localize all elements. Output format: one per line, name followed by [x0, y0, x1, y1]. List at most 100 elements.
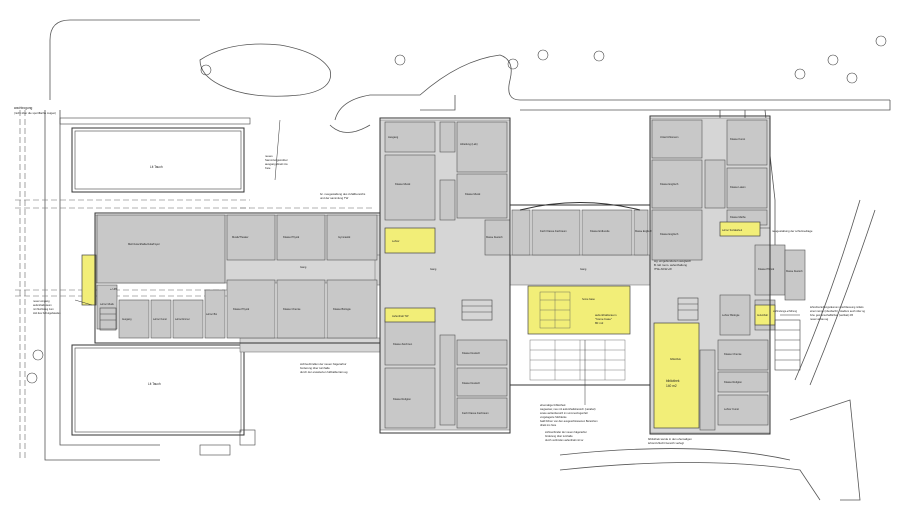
svg-text:wg. eingebundenen ausgleich: wg. eingebundenen ausgleich: [654, 259, 691, 263]
svg-text:bibliothek wurde in den ehemal: bibliothek wurde in den ehemaligen: [648, 437, 692, 441]
svg-text:und der sammlung TW: und der sammlung TW: [320, 196, 349, 200]
annotations: wachtrogung (nicht über die sportfläche …: [14, 106, 865, 445]
rooms-centre: [384, 121, 649, 429]
svg-text:Lehrer Musik: Lehrer Musik: [100, 303, 115, 306]
trees: [26, 35, 887, 384]
svg-text:Klasse Biologie: Klasse Biologie: [333, 307, 351, 311]
svg-text:forderung über turnhalle: forderung über turnhalle: [300, 366, 330, 370]
highlight-bibliothek: [653, 322, 700, 429]
svg-text:lehrerbeziehungsräumen erschli: lehrerbeziehungsräumen erschliessung mit…: [810, 305, 864, 309]
svg-text:Lehrer Kunst: Lehrer Kunst: [724, 407, 739, 411]
svg-text:Gang: Gang: [430, 267, 437, 271]
svg-text:wachtrogung: wachtrogung: [14, 106, 32, 110]
svg-text:Abteilung (Lab): Abteilung (Lab): [460, 142, 478, 146]
svg-text:Gang: Gang: [580, 267, 587, 271]
svg-text:ITW+NCW+W: ITW+NCW+W: [654, 267, 672, 271]
svg-text:Lehrer Kunst: Lehrer Kunst: [153, 318, 167, 321]
svg-text:Klasse Erdkunde: Klasse Erdkunde: [590, 229, 610, 233]
svg-text:Lehrer Sozialarbeit: Lehrer Sozialarbeit: [722, 229, 742, 232]
site-outline: [44, 19, 891, 501]
svg-text:B. lab room- aufenthaltung: B. lab room- aufenthaltung: [654, 263, 687, 267]
svg-text:sichtverbinder der neuen häger: sichtverbinder der neuen hägerarbur: [545, 430, 587, 434]
svg-text:Unterrichtsraum: Unterrichtsraum: [660, 135, 678, 139]
svg-text:mit fluchtweg zum: mit fluchtweg zum: [33, 307, 54, 311]
svg-text:Klasse Mathe: Klasse Mathe: [730, 215, 746, 219]
svg-text:Lehrer Bio: Lehrer Bio: [206, 313, 218, 316]
svg-text:Klasse Religion: Klasse Religion: [393, 397, 411, 401]
svg-text:neuer anbau ag: neuer anbau ag: [810, 317, 829, 321]
dashed-lines: [15, 110, 520, 460]
svg-text:Lehrer: Lehrer: [392, 239, 400, 243]
svg-text:Klasse Physik: Klasse Physik: [758, 267, 775, 271]
stairs: [99, 297, 801, 371]
room-labels: Mehrzweckhalle/Aula/Foyer Gang Musik/The…: [100, 135, 803, 415]
highlight-aufenthalt-tw: [384, 307, 436, 323]
svg-text:Klasse Physik: Klasse Physik: [233, 307, 250, 311]
highlighted-rooms: [81, 221, 776, 429]
svg-text:Fach Klasse Fachraum: Fach Klasse Fachraum: [462, 411, 489, 415]
svg-text:80 m2: 80 m2: [595, 321, 604, 325]
svg-text:Klasse Zeichnen: Klasse Zeichnen: [393, 342, 413, 346]
svg-text:"home base": "home base": [595, 317, 612, 321]
svg-text:Gang: Gang: [300, 265, 307, 269]
svg-text:einer rampe (überdacht) - stad: einer rampe (überdacht) - stadium auch ü…: [810, 309, 865, 313]
svg-text:sowie außenbereich im sommer/r: sowie außenbereich im sommer/regenfall: [540, 411, 588, 415]
svg-text:direkt ins freie: direkt ins freie: [540, 423, 557, 427]
svg-text:Hof des Schulgebäudes: Hof des Schulgebäudes: [33, 311, 61, 315]
svg-text:Lit Tauch: Lit Tauch: [150, 165, 163, 169]
svg-text:home base: home base: [582, 297, 595, 301]
svg-text:Klasse Physik: Klasse Physik: [283, 235, 300, 239]
svg-text:durch der erweiterten fußballt: durch der erweiterten fußballterrain ag: [300, 370, 348, 374]
svg-text:bald führen von den ausgeschlo: bald führen von den ausgeschlossenen Ber…: [540, 419, 598, 423]
svg-text:Mehrzweckhalle/Aula/Foyer: Mehrzweckhalle/Aula/Foyer: [128, 242, 160, 246]
sports-fields: [59, 117, 256, 456]
svg-text:Lehrer Biologie: Lehrer Biologie: [722, 313, 740, 317]
svg-text:Lit Tauch: Lit Tauch: [148, 382, 161, 386]
svg-text:Klasse Deutsch: Klasse Deutsch: [486, 236, 503, 239]
svg-text:bibliothek: bibliothek: [666, 379, 680, 383]
svg-text:neugestaltung der schulmediage: neugestaltung der schulmediage: [772, 229, 813, 233]
svg-text:bc. neugestaltung des zufallbe: bc. neugestaltung des zufallbereichs: [320, 192, 366, 196]
svg-text:Klasse Religion: Klasse Religion: [724, 380, 742, 384]
svg-text:Aufenthalt: Aufenthalt: [757, 314, 768, 317]
svg-text:Sammlungsmöbel: Sammlungsmöbel: [265, 158, 288, 162]
svg-text:Gymnastik: Gymnastik: [338, 235, 351, 239]
svg-text:durch verbinden aufenthalt mit: durch verbinden aufenthalt mit tw: [545, 438, 583, 442]
leaders: [74, 119, 800, 405]
svg-text:neuer eingang: neuer eingang: [33, 299, 50, 303]
svg-text:wegweiser, neu mit aufenthalts: wegweiser, neu mit aufenthaltsbereich (v…: [540, 407, 596, 411]
svg-text:bibliothek: bibliothek: [670, 357, 682, 361]
svg-text:Klasse Latein: Klasse Latein: [730, 185, 746, 189]
svg-text:Klasse Musik: Klasse Musik: [395, 182, 411, 186]
highlight-home-base: [527, 285, 631, 335]
svg-text:aufenthaltsraum: aufenthaltsraum: [595, 313, 617, 317]
svg-text:Klasse Deutsch: Klasse Deutsch: [462, 381, 481, 385]
svg-text:Klasse Deutsch: Klasse Deutsch: [786, 270, 803, 273]
rooms-left: [96, 214, 378, 339]
svg-text:vorgelagerte Sitzbänke: vorgelagerte Sitzbänke: [540, 415, 567, 419]
svg-text:Klasse Deutsch: Klasse Deutsch: [462, 351, 481, 355]
svg-text:sichtverbindlen der neuen häge: sichtverbindlen der neuen hägerarbur: [300, 362, 347, 366]
seating: [529, 291, 626, 381]
svg-text:Aufenthalt TW: Aufenthalt TW: [392, 314, 409, 318]
svg-text:forderung über turnhalle: forderung über turnhalle: [545, 434, 573, 438]
svg-text:Ausgang: Ausgang: [388, 135, 399, 139]
svg-text:bzw. gemeinschaftlichen (verti: bzw. gemeinschaftlichen (vertikal) 4/5: [810, 313, 854, 317]
building-walls: [94, 115, 771, 435]
highlight-lehrer: [384, 227, 436, 254]
svg-text:Fach Klasse Fachraum: Fach Klasse Fachraum: [540, 229, 567, 233]
svg-text:Klasse Kunst: Klasse Kunst: [730, 137, 745, 141]
svg-text:140 m2: 140 m2: [666, 384, 677, 388]
svg-text:aufenthaltsraum: aufenthaltsraum: [33, 303, 52, 307]
svg-text:Klasse Englisch: Klasse Englisch: [660, 232, 679, 236]
svg-text:lehrerzuflucht bereich verlegt: lehrerzuflucht bereich verlegt: [648, 441, 684, 445]
svg-text:neues: neues: [265, 154, 273, 158]
rooms-right: [651, 119, 806, 431]
svg-text:Klasse Chemie: Klasse Chemie: [283, 307, 301, 311]
svg-text:ehemalige bibliothek: ehemalige bibliothek: [540, 403, 566, 407]
highlight-left-entrance: [81, 254, 97, 306]
svg-text:Klasse Musik: Klasse Musik: [465, 192, 481, 196]
svg-text:(nicht über die sportfläche ze: (nicht über die sportfläche zeigen): [14, 111, 56, 115]
svg-text:Lehrerzimmer: Lehrerzimmer: [175, 318, 190, 321]
